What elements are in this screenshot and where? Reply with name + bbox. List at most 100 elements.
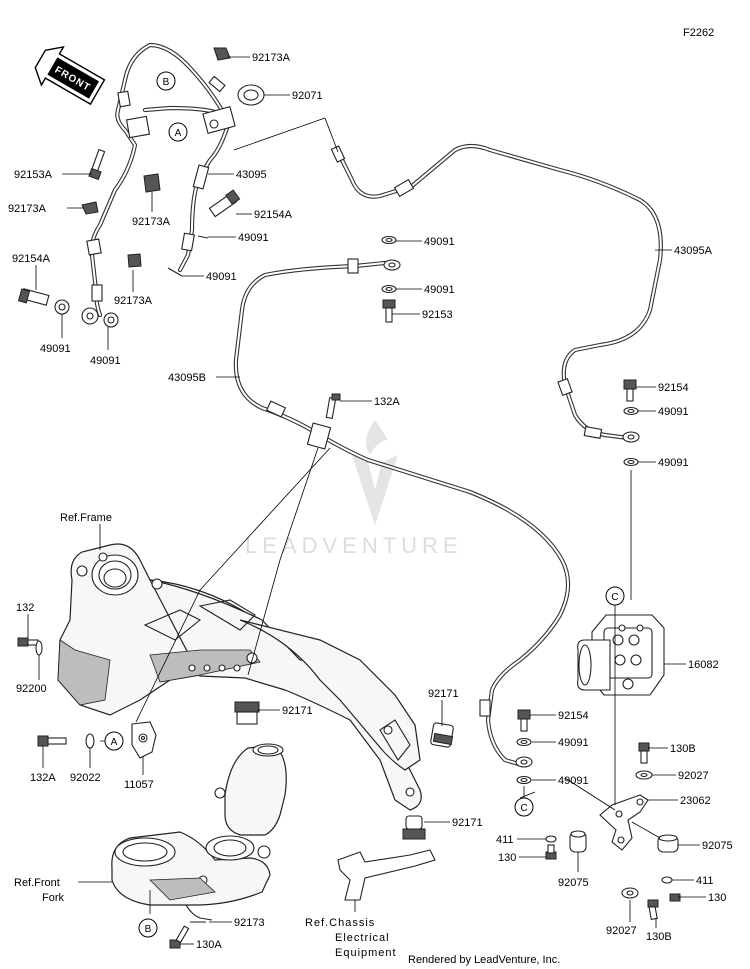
label-49091-f: 49091	[424, 284, 455, 296]
front-fork-triple-clamp	[111, 743, 287, 906]
svg-text:A: A	[175, 128, 182, 139]
bolt-130-right	[669, 893, 681, 902]
washer-49091-right-a	[623, 406, 639, 416]
damper-92075-right	[657, 834, 679, 853]
bracket-11057	[131, 721, 157, 759]
label-92171-2: 92171	[428, 688, 459, 700]
label-92173A-4: 92173A	[114, 295, 153, 307]
label-ref-front-fork-1: Ref.Front	[14, 877, 60, 889]
label-130-2: 130	[708, 892, 726, 904]
bolt-130-left	[545, 844, 557, 860]
circle-ref-b-top: B	[156, 71, 176, 91]
label-130-1: 130	[498, 852, 516, 864]
clip-92173-fork	[185, 904, 213, 923]
joint-block-top	[125, 106, 236, 139]
label-92153: 92153	[422, 309, 453, 321]
washer-49091-right-b	[623, 457, 639, 467]
washer-49091-abs-b	[516, 775, 532, 785]
bolt-92153A	[88, 148, 106, 181]
label-16082: 16082	[688, 659, 719, 671]
bolt-92154A-left	[17, 288, 50, 306]
label-49091-h: 49091	[658, 457, 689, 469]
damper-92075-left	[569, 830, 587, 853]
svg-text:C: C	[611, 592, 618, 603]
label-92171-1: 92171	[282, 705, 313, 717]
label-92200: 92200	[16, 683, 47, 695]
svg-text:B: B	[145, 924, 152, 935]
circle-ref-c-abs: C	[605, 586, 625, 606]
label-49091-b: 49091	[90, 355, 121, 367]
washer-49091-abs-a	[516, 737, 532, 747]
bolt-132A-left	[37, 735, 67, 747]
clamp-92171-frame	[234, 701, 260, 725]
label-92173: 92173	[234, 917, 265, 929]
bolt-130B-top	[638, 742, 650, 764]
clip-92173A-top	[213, 47, 231, 61]
label-49091-d: 49091	[238, 232, 269, 244]
washer-49091-left-b	[103, 312, 119, 328]
washer-92022	[85, 733, 95, 749]
svg-text:C: C	[520, 803, 527, 814]
washer-411-left	[545, 835, 557, 843]
banjo-center	[383, 259, 401, 271]
circle-ref-a-mid: A	[104, 731, 124, 751]
circle-ref-a-top: A	[168, 122, 188, 142]
washer-92027-top	[635, 770, 653, 780]
label-49091-i: 49091	[558, 737, 589, 749]
label-92154-1: 92154	[658, 382, 689, 394]
label-92154A-1: 92154A	[12, 253, 51, 265]
label-43095B: 43095B	[168, 372, 206, 384]
clamp-92171-chassis	[402, 815, 426, 840]
label-92027-1: 92027	[678, 770, 709, 782]
front-arrow: FRONT	[34, 45, 106, 106]
washer-411-right	[661, 876, 673, 884]
frame	[57, 543, 422, 811]
label-130A: 130A	[196, 939, 222, 951]
label-132A-1: 132A	[374, 396, 400, 408]
hose-43095B	[233, 258, 571, 768]
circle-ref-c-mid: C	[514, 797, 534, 817]
label-130B-1: 130B	[670, 743, 696, 755]
clip-92173A-low	[127, 253, 142, 268]
label-92022: 92022	[70, 772, 101, 784]
label-23062: 23062	[680, 795, 711, 807]
label-49091-e: 49091	[206, 271, 237, 283]
label-49091-a: 49091	[40, 343, 71, 355]
bolt-130B-bottom	[647, 899, 659, 921]
label-92075-2: 92075	[558, 877, 589, 889]
svg-text:A: A	[111, 737, 118, 748]
bolt-132-left	[17, 637, 39, 647]
abs-unit-16082	[577, 614, 665, 696]
label-92173A-2: 92173A	[8, 203, 47, 215]
banjo-right	[622, 431, 640, 443]
washer-49091-center-b	[381, 284, 397, 294]
diagram-code: F2262	[683, 27, 714, 39]
washer-49091-mid-b	[167, 267, 183, 277]
label-92173A-3: 92173A	[132, 216, 171, 228]
label-92154-2: 92154	[558, 710, 589, 722]
label-130B-2: 130B	[646, 931, 672, 943]
bolt-130A-fork	[169, 925, 190, 949]
label-49091-g: 49091	[658, 406, 689, 418]
bolt-92153-center	[382, 299, 396, 323]
label-92071: 92071	[292, 90, 323, 102]
label-92154A-2: 92154A	[254, 209, 293, 221]
footer-credit: Rendered by LeadVenture, Inc.	[408, 954, 560, 966]
clamp-92171-rear	[430, 722, 454, 748]
label-43095: 43095	[236, 169, 267, 181]
banjo-left	[81, 307, 99, 325]
label-132A-2: 132A	[30, 772, 56, 784]
part-labels: 92173A 92071 92153A 43095 92173A 92173A …	[8, 52, 733, 959]
svg-text:B: B	[163, 77, 170, 88]
label-49091-j: 49091	[558, 775, 589, 787]
label-92173A-1: 92173A	[252, 52, 291, 64]
banjo-abs	[515, 756, 533, 768]
watermark: LEADVENTURE	[245, 420, 458, 558]
washer-49091-left-a	[54, 299, 70, 315]
label-43095A: 43095A	[674, 245, 713, 257]
washer-49091-mid-a	[197, 235, 209, 239]
hose-43095A	[330, 143, 663, 441]
label-49091-c: 49091	[424, 236, 455, 248]
label-92153A: 92153A	[14, 169, 53, 181]
